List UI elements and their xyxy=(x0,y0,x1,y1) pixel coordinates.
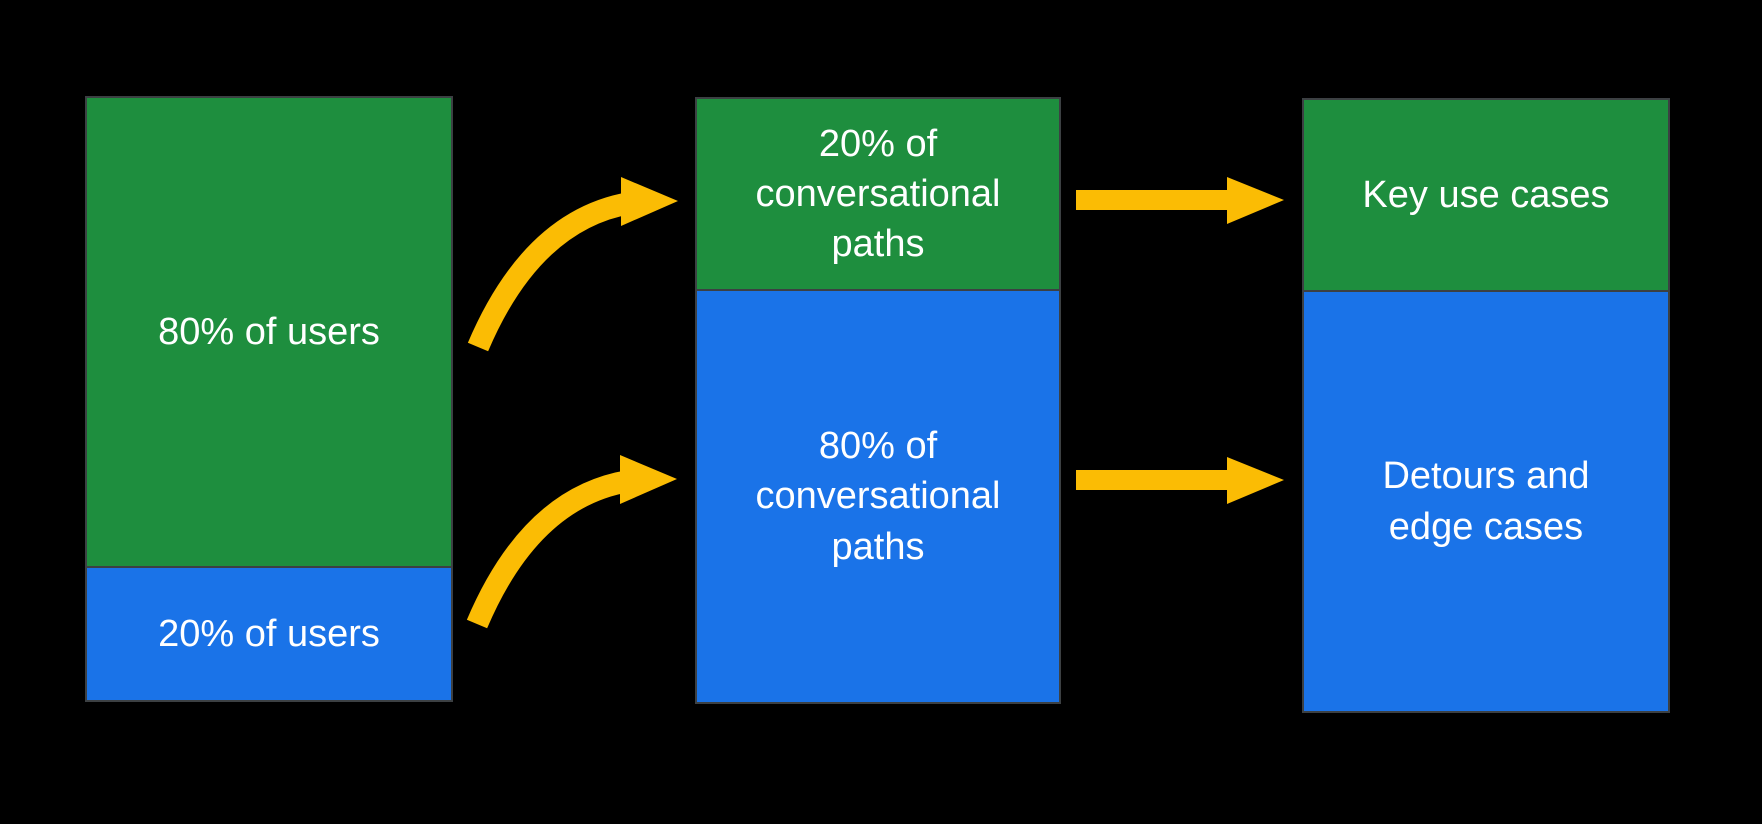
users-20-label: 20% of users xyxy=(158,612,380,655)
paths-20-segment: 20% of conversational paths xyxy=(697,99,1059,289)
paths-80-label: 80% of conversational paths xyxy=(755,425,1001,568)
conversational-paths-bar: 20% of conversational paths 80% of conve… xyxy=(695,97,1061,704)
users-80-segment: 80% of users xyxy=(87,98,451,566)
detours-edge-cases-label: Detours and edge cases xyxy=(1382,455,1590,548)
curved-arrow-top-icon xyxy=(467,177,678,352)
detours-edge-cases-segment: Detours and edge cases xyxy=(1304,290,1668,711)
straight-arrow-bottom-icon xyxy=(1076,457,1284,504)
paths-80-segment: 80% of conversational paths xyxy=(697,289,1059,702)
users-80-label: 80% of users xyxy=(158,310,380,353)
key-use-cases-label: Key use cases xyxy=(1362,173,1610,216)
outcomes-bar: Key use cases Detours and edge cases xyxy=(1302,98,1670,713)
users-bar: 80% of users 20% of users xyxy=(85,96,453,702)
key-use-cases-segment: Key use cases xyxy=(1304,100,1668,290)
paths-20-label: 20% of conversational paths xyxy=(755,122,1001,266)
users-20-segment: 20% of users xyxy=(87,566,451,700)
curved-arrow-bottom-icon xyxy=(466,455,677,629)
straight-arrow-top-icon xyxy=(1076,177,1284,224)
